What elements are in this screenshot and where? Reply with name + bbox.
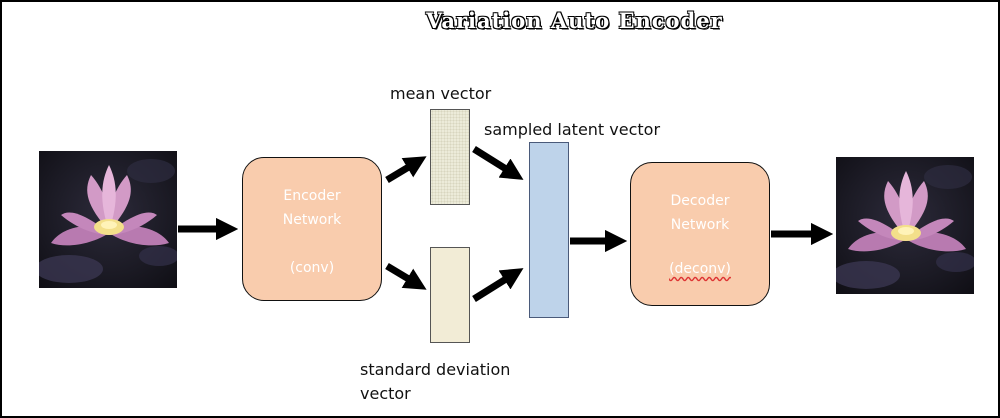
std-deviation-label-line2: vector [360,384,411,403]
arrow-encoder-to-std [385,262,427,290]
decoder-line1: Decoder [670,193,730,209]
mean-vector-box [430,109,470,205]
encoder-network-box: Encoder Network (conv) [242,157,382,301]
lotus-flower-icon [39,159,177,283]
std-deviation-label-line1: standard deviation [360,360,511,379]
decoder-line2: Network [670,217,730,233]
decoder-network-box: Decoder Network (deconv) [630,162,770,306]
arrow-std-to-latent [472,268,524,302]
input-flower-image [39,151,177,288]
sampled-latent-vector-label: sampled latent vector [484,120,661,139]
arrow-encoder-to-mean [385,156,427,184]
lotus-flower-icon [836,165,974,289]
decoder-line3-wrap: (deconv) [631,261,769,277]
arrow-mean-to-latent [472,146,524,180]
encoder-line3: (conv) [289,260,335,276]
diagram-title: Variation Auto Encoder [425,7,723,33]
encoder-line2: Network [282,212,342,228]
sampled-latent-vector-box [529,142,569,318]
decoder-line3: (deconv) [669,261,731,277]
encoder-line1: Encoder [283,188,341,204]
mean-vector-label: mean vector [390,84,492,103]
output-flower-image [836,157,974,294]
std-deviation-vector-box [430,247,470,343]
